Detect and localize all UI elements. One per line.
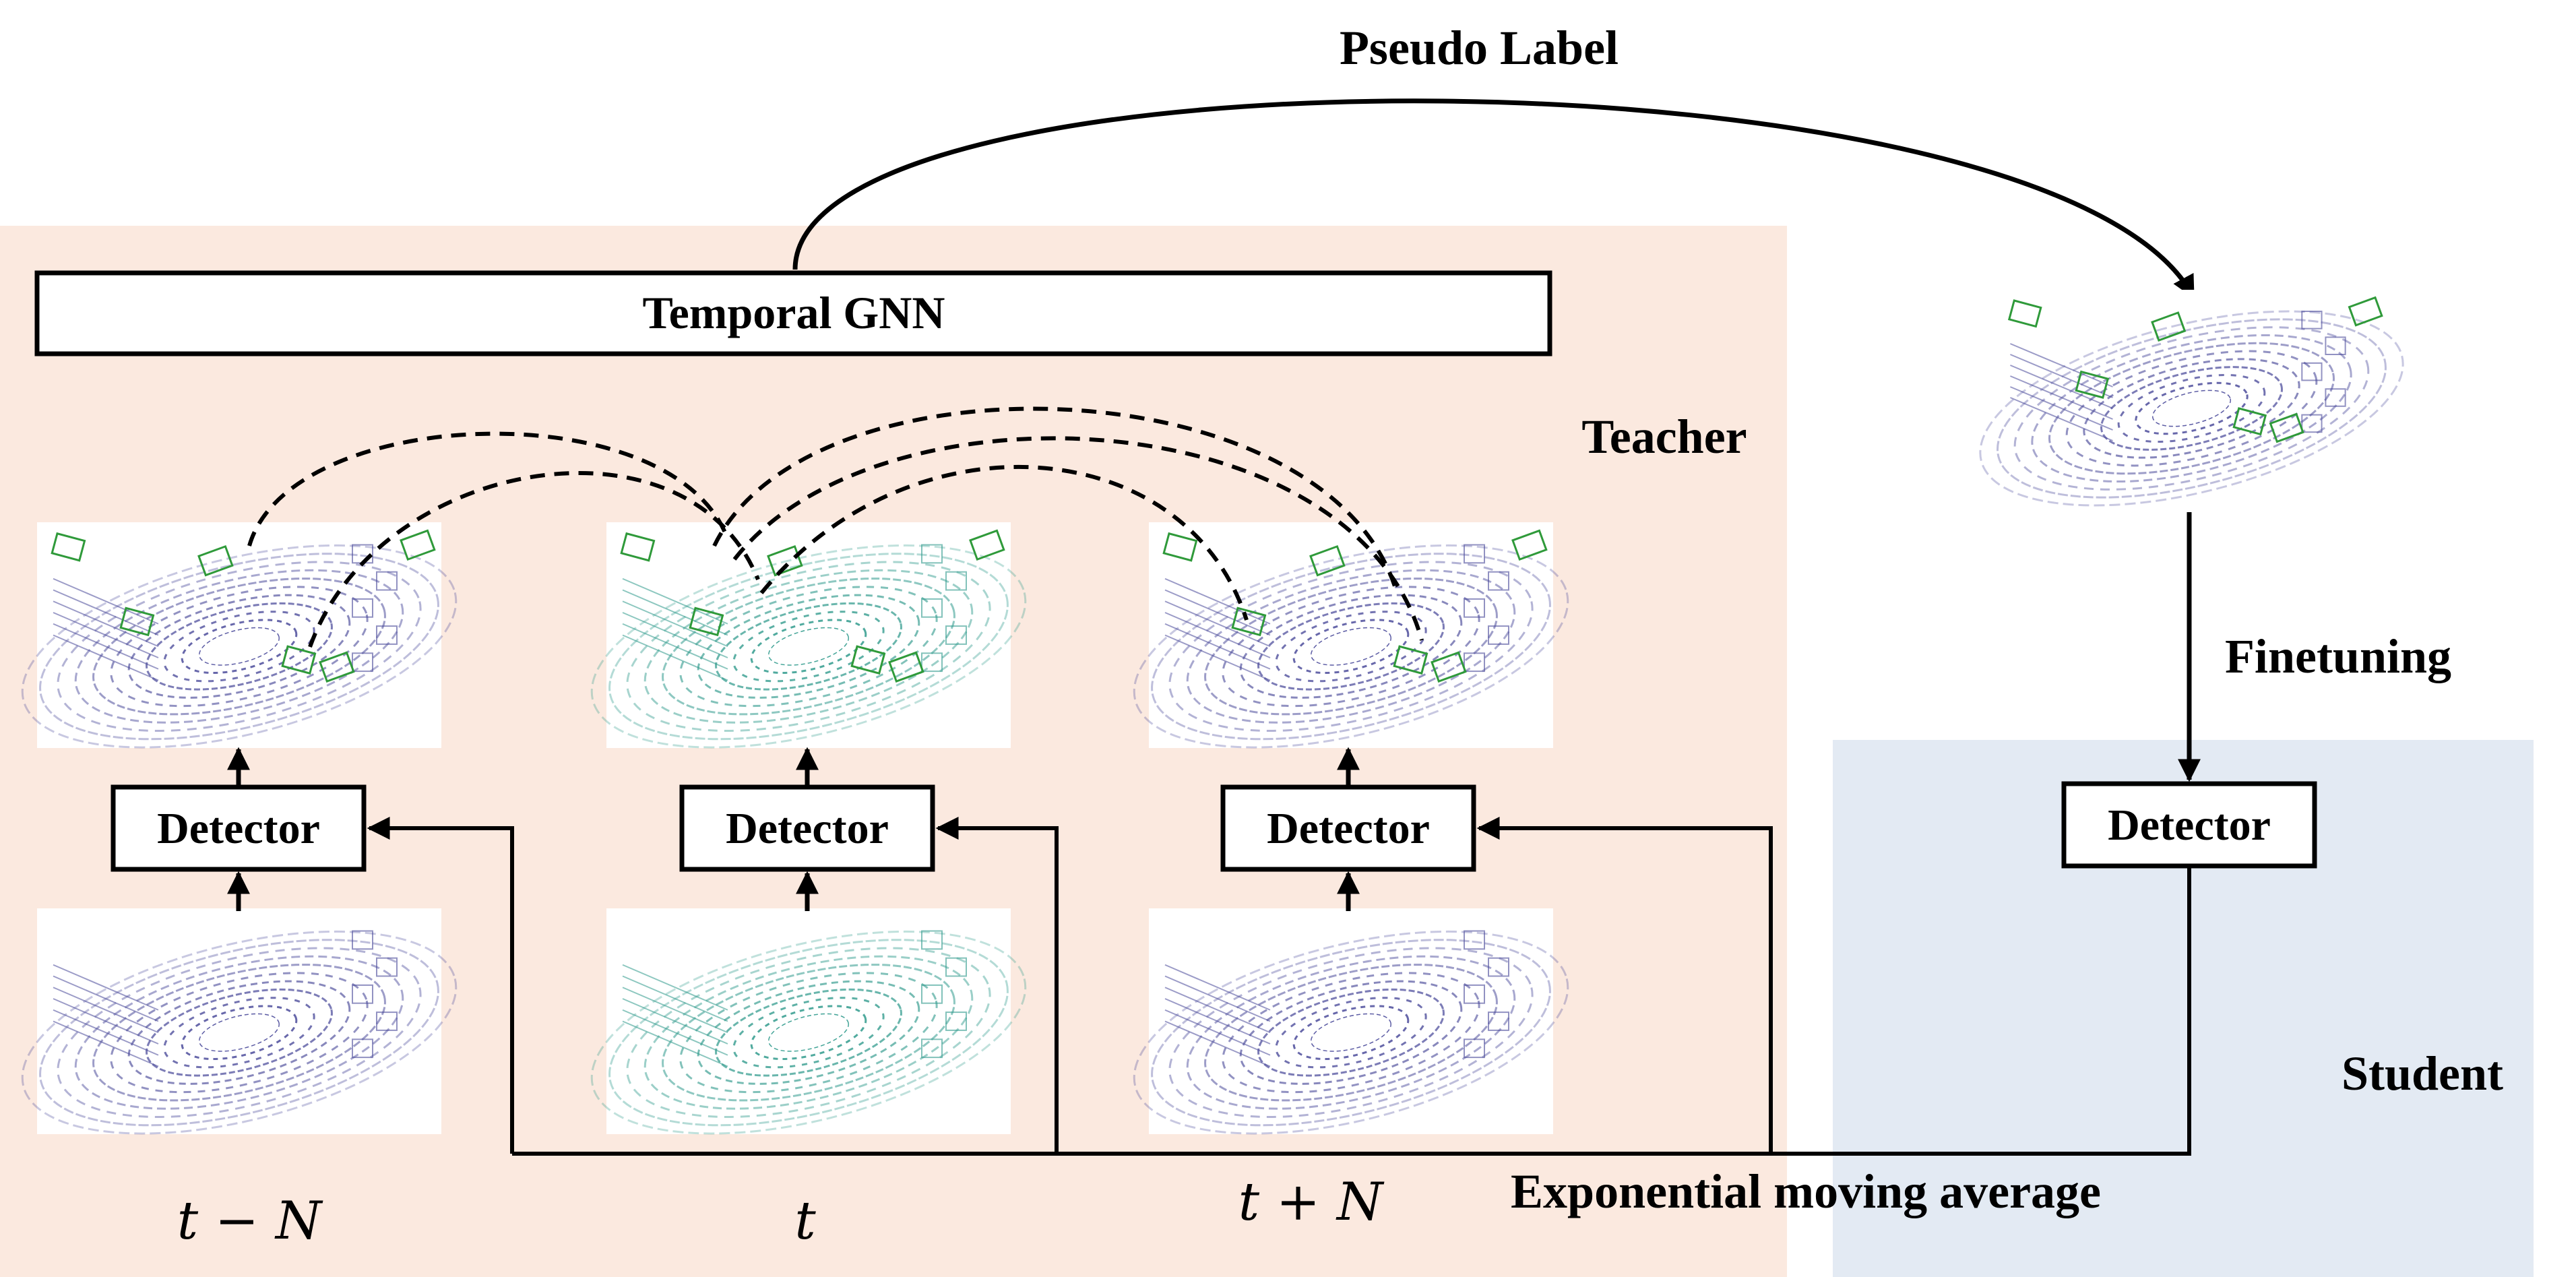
input-frame-t [590,908,1027,1135]
point-cloud-images [21,290,2404,1135]
pseudo-label-text: Pseudo Label [1340,21,1619,75]
time-label-t-minus-n: t − N [177,1191,323,1251]
association-arc [308,470,760,648]
ema-main-line [512,866,2191,1156]
temporal-gnn-label: Temporal GNN [643,287,945,338]
detector-label: Detector [726,804,889,853]
ema-to-detector-2 [935,817,1059,1154]
detector-label: Detector [2108,801,2271,850]
detected-frame-t [590,522,1027,749]
finetuning-label: Finetuning [2225,629,2451,683]
detector-label: Detector [1267,804,1430,853]
association-arc [732,436,1424,641]
detected-frame-t-plus-n [1133,522,1569,749]
input-frame-t-plus-n [1133,908,1569,1135]
ema-to-detector-3 [1476,817,1773,1154]
detector-flow-arrows [227,512,2201,911]
ema-to-detector-1 [367,817,514,1154]
student-detector: Detector [2061,781,2317,869]
time-label-t: t [794,1191,816,1251]
teacher-label: Teacher [1581,410,1747,464]
pseudo-label-arrow [792,98,2196,299]
temporal-gnn-box [34,270,1552,356]
ema-label: Exponential moving average [1511,1164,2101,1218]
detector-label: Detector [157,804,320,853]
pseudo-label-frame [1979,290,2404,507]
teacher-detector-1: Detector [111,784,367,872]
association-arc [759,465,1249,621]
teacher-detector-2: Detector [679,784,935,872]
association-arc [247,431,730,547]
student-label: Student [2342,1047,2503,1100]
ema-feedback [367,817,2191,1156]
input-frame-t-minus-n [21,908,458,1135]
detected-frame-t-minus-n [21,522,458,749]
association-arc [712,406,1397,587]
temporal-association-arcs [247,406,1424,648]
time-label-t-plus-n: t + N [1238,1172,1385,1233]
teacher-detector-3: Detector [1220,784,1476,872]
